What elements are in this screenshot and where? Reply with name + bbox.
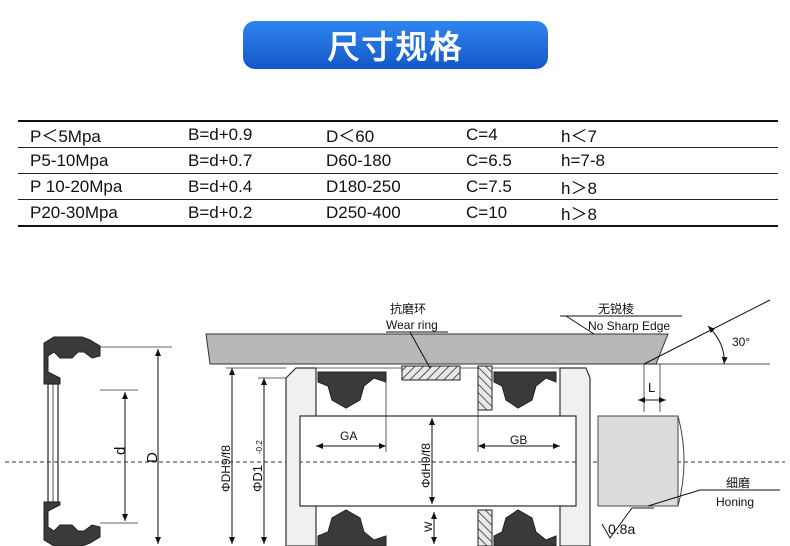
backup-ring-top [477,365,493,411]
spec-cell: D250-400 [326,199,466,227]
dim-L-label: L [648,380,655,395]
spec-cell: B=d+0.9 [175,120,326,148]
spec-cell: C=6.5 [466,147,561,174]
piston-body [285,367,317,546]
surface-finish-label: 0.8a [608,521,635,537]
dim-GA-label: GA [340,429,357,443]
spec-cell: B=d+0.7 [175,147,326,174]
dim-W-label: W [423,521,435,532]
spec-cell: P5-10Mpa [18,147,175,174]
wear-ring-label-en: Wear ring [386,318,438,332]
spec-cell: h＞8 [561,199,778,227]
honing-label-en: Honing [716,495,754,509]
dim-GB-label: GB [510,433,527,447]
backup-ring-bottom [477,509,493,546]
dim-D1-label: ΦD1 [250,465,265,492]
spec-cell: P20-30Mpa [18,199,175,227]
dim-D-label: D [144,452,161,463]
spec-cell: B=d+0.4 [175,173,326,200]
spec-cell: D180-250 [326,173,466,200]
seal-cross-section: d D [43,336,172,546]
dim-d-label: d [112,447,129,455]
piston-rod [597,415,679,507]
spec-cell: C=10 [466,199,561,227]
spec-cell: D60-180 [326,147,466,174]
spec-cell: h＞8 [561,173,778,200]
spec-cell: C=4 [466,120,561,148]
wear-ring [401,365,461,381]
u-seal-b-top [493,371,557,409]
u-seal-a-top [317,371,387,409]
dim-DH-label: ΦDH9/f8 [219,445,233,492]
spec-cell: D＜60 [326,120,466,148]
wear-ring-label-cn: 抗磨环 [390,301,426,316]
u-seal-b-bottom [493,509,557,546]
spec-cell: C=7.5 [466,173,561,200]
angle-label: 30° [732,335,750,349]
no-sharp-edge-label-en: No Sharp Edge [588,319,670,333]
spec-cell: h=7-8 [561,147,778,174]
spec-cell: B=d+0.2 [175,199,326,227]
spec-cell: P 10-20Mpa [18,173,175,200]
spec-cell: P＜5Mpa [18,120,175,148]
page-title: 尺寸规格 [243,21,548,69]
dim-D1-tolerance: -0.2 [255,440,264,454]
dim-dH-label: ΦdH9/f8 [419,443,433,488]
cylinder-wall [205,333,669,365]
honing-label-cn: 细磨 [726,476,750,490]
seal-installation-diagram: d D GA GB [5,299,785,546]
assembly-view: GA GB ΦDH9/f8 ΦD1 -0.2 ΦdH9/f8 W 抗磨环 Wea… [205,299,780,546]
spec-cell: h＜7 [561,120,778,148]
no-sharp-edge-label-cn: 无锐棱 [598,301,634,316]
u-seal-a-bottom [317,509,387,546]
